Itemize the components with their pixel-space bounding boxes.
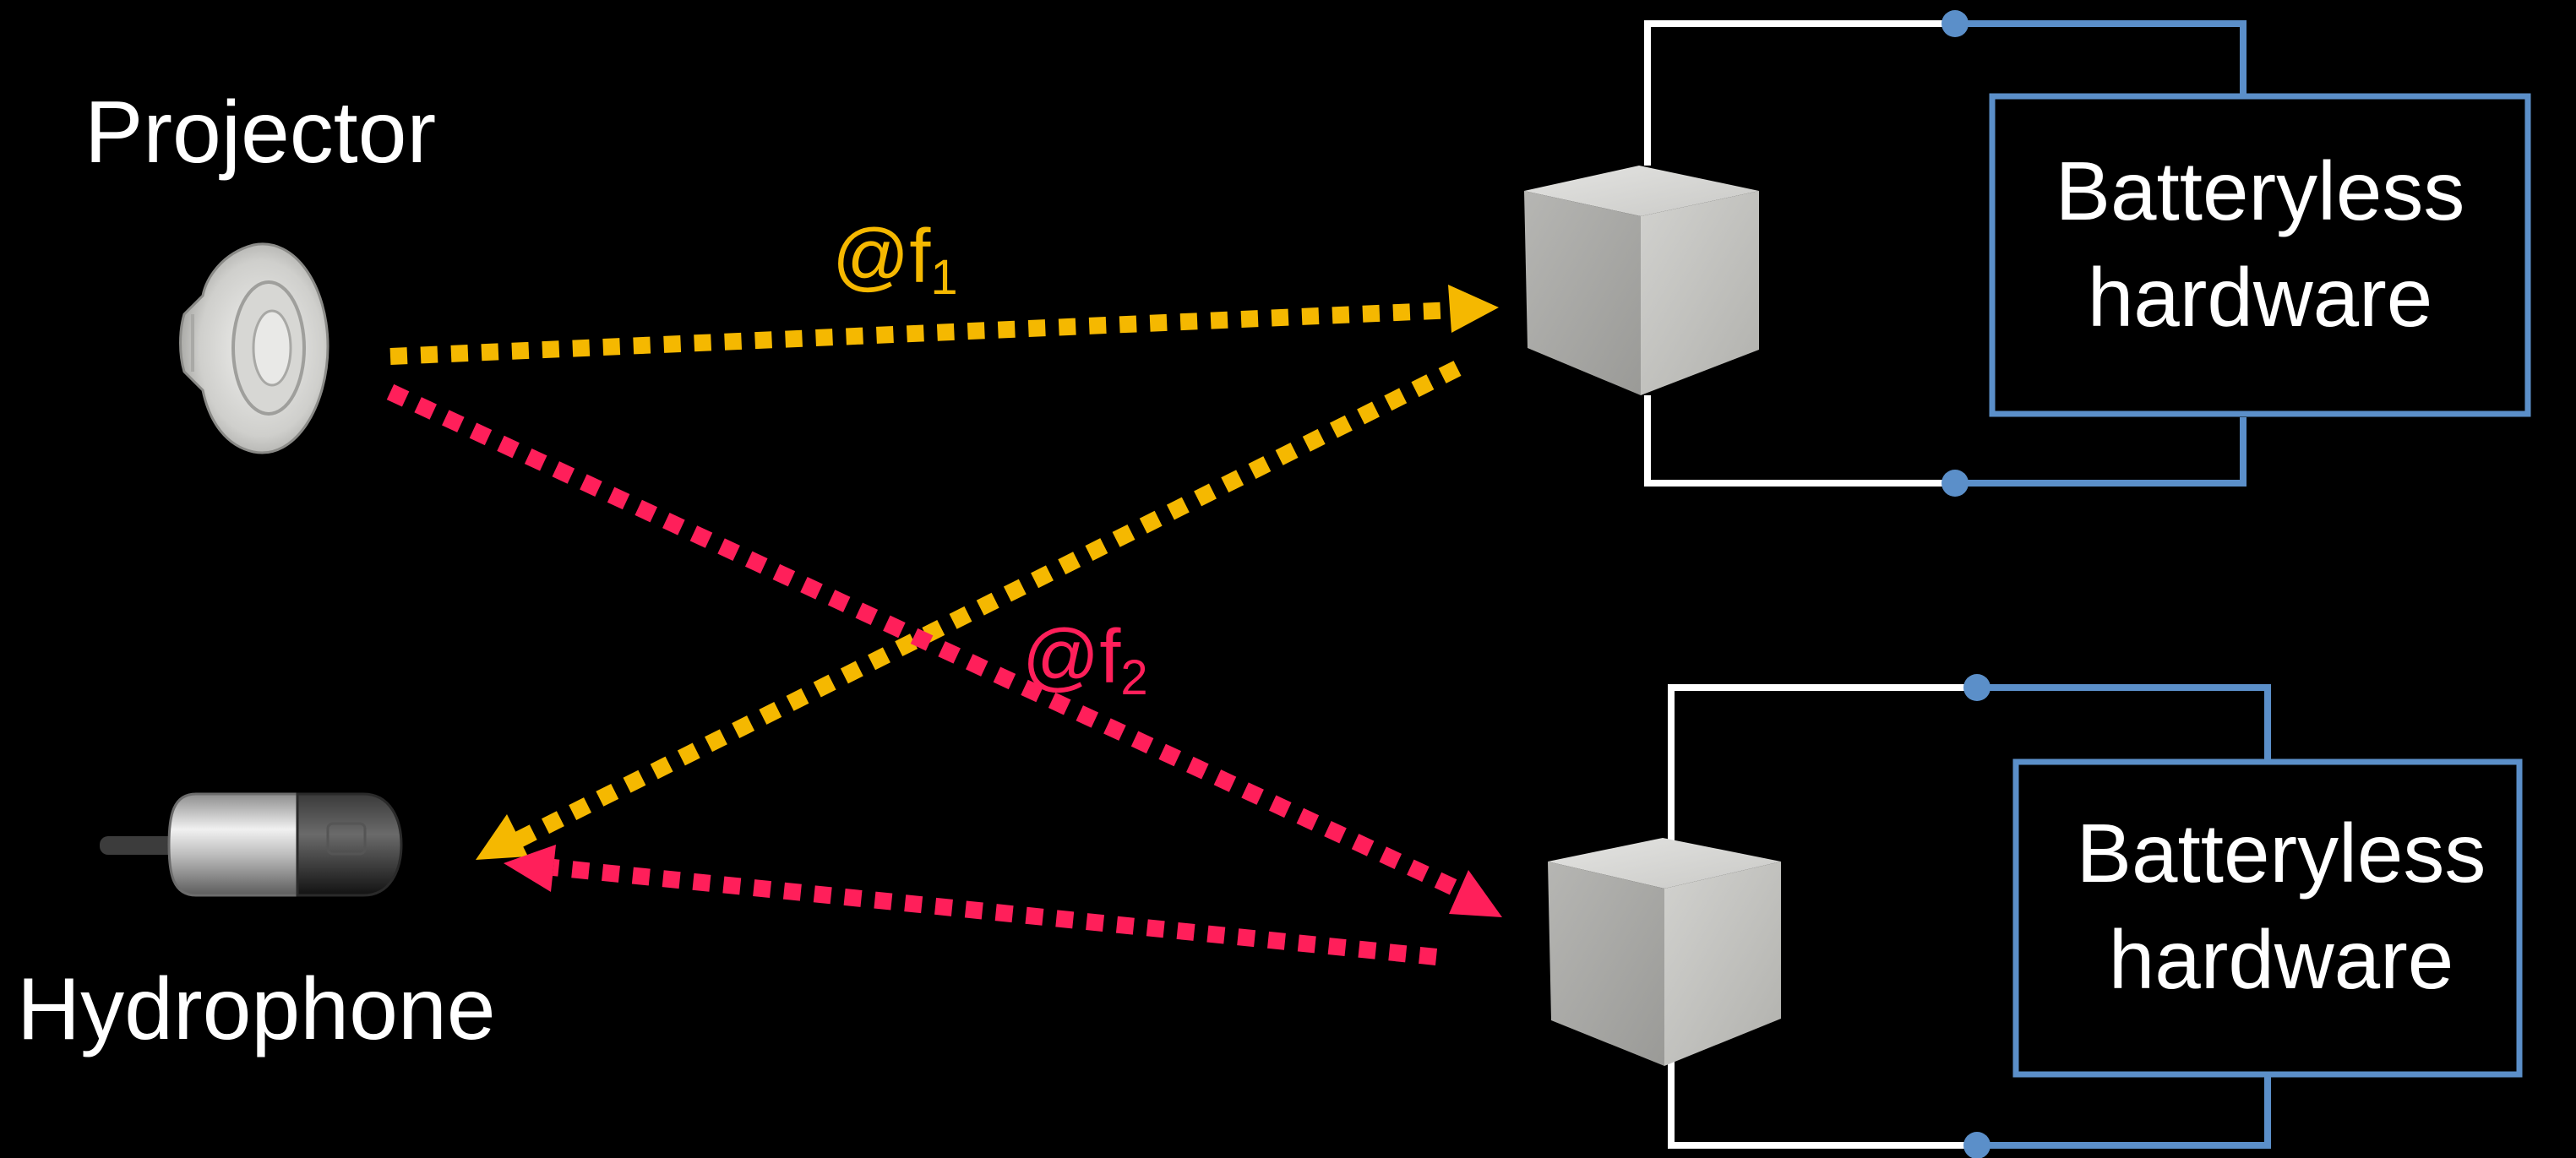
transducer-cube-icon [1548, 838, 1781, 1066]
projector-label: Projector [84, 84, 436, 182]
wire-blue [1955, 20, 2247, 95]
frequency-label-f2: @f2 [1022, 615, 1148, 705]
signal-f1-forward [389, 285, 1499, 365]
hardware-label-line2: hardware [2088, 251, 2433, 344]
arrowhead-icon [504, 845, 556, 892]
wire-white [1644, 20, 1955, 166]
frequency-label-f1: @f1 [832, 215, 958, 305]
wire-white [1668, 1056, 1977, 1149]
wire-white [1668, 684, 1977, 845]
signal-f2-return [504, 845, 1438, 965]
signal-f1-return [476, 361, 1462, 860]
hardware-label-line1: Batteryless [2056, 144, 2465, 237]
wire-white [1644, 395, 1955, 487]
hardware-label-line1: Batteryless [2077, 807, 2486, 900]
wire-junction [1963, 1132, 1991, 1158]
sensor-node-1: Batteryless hardware [1524, 10, 2531, 497]
wire-junction [1942, 470, 1969, 497]
hardware-box [1989, 93, 2531, 417]
arrowhead-icon [1448, 285, 1499, 333]
signal-f2-forward [386, 383, 1502, 917]
wire-junction [1942, 10, 1969, 37]
arrowhead-icon [1449, 870, 1502, 917]
hardware-label-line2: hardware [2109, 913, 2454, 1006]
wire-blue [1977, 1076, 2271, 1149]
speaker-icon [179, 242, 329, 454]
sensor-node-2: Batteryless hardware [1548, 674, 2523, 1158]
hardware-box [2012, 758, 2523, 1078]
hydrophone-label: Hydrophone [17, 960, 496, 1058]
wire-junction [1963, 674, 1991, 701]
wire-blue [1955, 417, 2247, 487]
wire-blue [1977, 684, 2271, 760]
arrowhead-icon [476, 814, 528, 860]
hydrophone-icon [100, 792, 403, 897]
transducer-cube-icon [1524, 166, 1759, 395]
